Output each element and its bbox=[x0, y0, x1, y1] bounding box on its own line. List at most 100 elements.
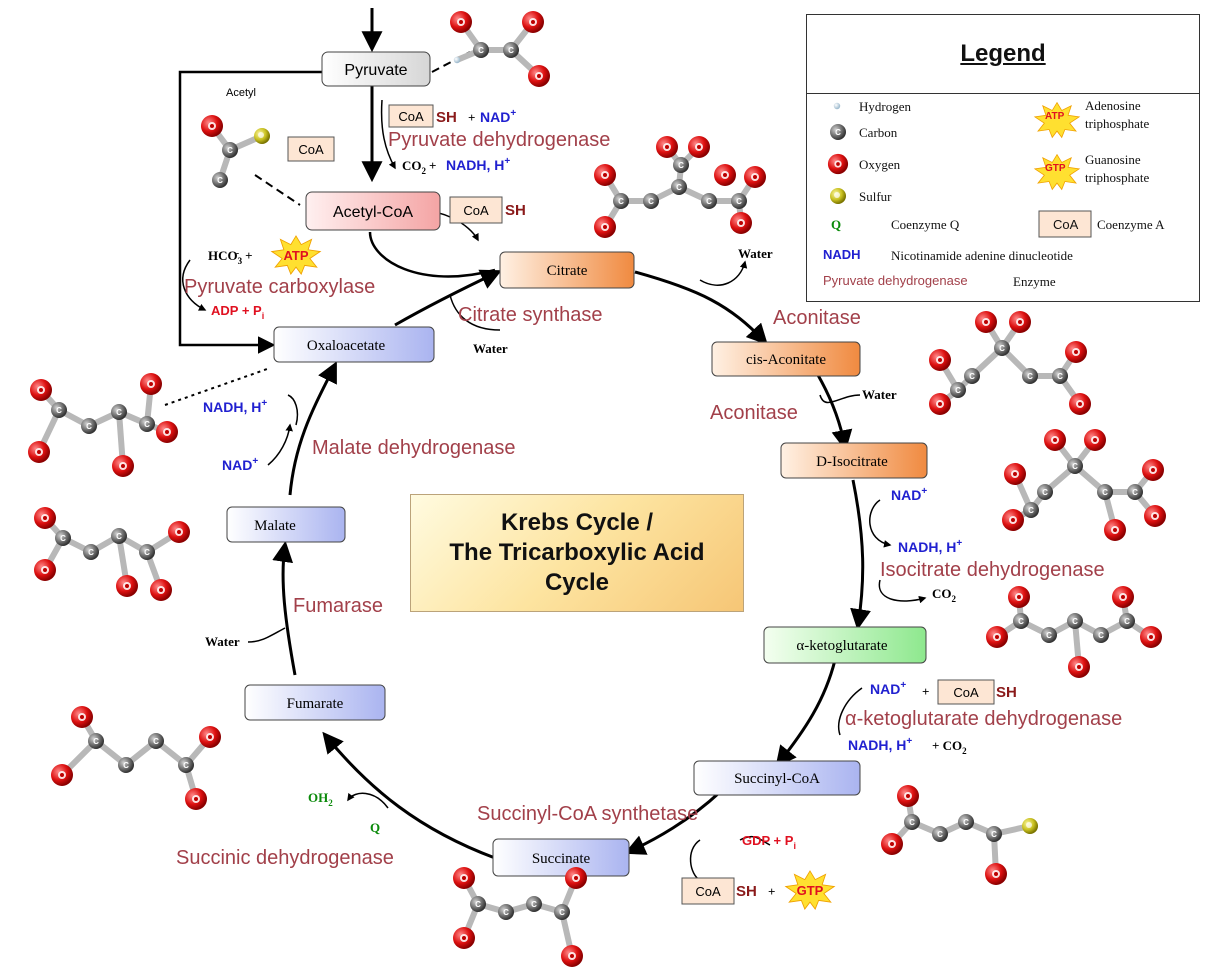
sulfur-atom-icon bbox=[254, 128, 270, 144]
hydrogen-icon bbox=[833, 102, 841, 110]
water-citrate: Water bbox=[473, 341, 508, 356]
oxygen-atom-icon bbox=[1002, 509, 1024, 531]
sh-label: SH bbox=[736, 883, 757, 900]
legend-q-symbol: Q bbox=[831, 217, 842, 232]
carbon-atom-icon bbox=[904, 814, 920, 830]
oxygen-atom-icon bbox=[156, 421, 178, 443]
enzyme-succinic-dehydrogenase: Succinic dehydrogenase bbox=[176, 847, 394, 869]
legend-nadh-name: Nicotinamide adenine dinucleotide bbox=[891, 248, 1073, 263]
legend-carbon: Carbon bbox=[859, 125, 898, 140]
enzyme-isocitrate-dehydrogenase: Isocitrate dehydrogenase bbox=[880, 559, 1105, 581]
citrate-box bbox=[499, 251, 635, 289]
carbon-atom-icon bbox=[1067, 613, 1083, 629]
carbon-atom-icon bbox=[554, 904, 570, 920]
water-aconitase: Water bbox=[738, 246, 773, 261]
oxygen-atom-icon bbox=[594, 164, 616, 186]
cycle-arrows bbox=[178, 8, 871, 860]
enzyme-malate-dehydrogenase: Malate dehydrogenase bbox=[312, 437, 515, 459]
oxygen-atom-icon bbox=[1069, 393, 1091, 415]
legend-header: Legend bbox=[807, 15, 1199, 94]
carbon-atom-icon bbox=[83, 544, 99, 560]
carbon-atom-icon bbox=[964, 368, 980, 384]
carbon-atom-icon bbox=[503, 42, 519, 58]
oxygen-atom-icon bbox=[656, 136, 678, 158]
citrate-label: Citrate bbox=[547, 263, 588, 279]
oxygen-atom-icon bbox=[185, 788, 207, 810]
co2-plus: + CO2 bbox=[932, 738, 967, 756]
carbon-atom-icon bbox=[1022, 368, 1038, 384]
oxygen-atom-icon bbox=[34, 507, 56, 529]
cis-aconitate-box bbox=[711, 341, 861, 377]
sh-label: SH bbox=[436, 109, 457, 126]
carbon-atom-icon bbox=[986, 826, 1002, 842]
a-ketoglutarate-box bbox=[763, 626, 927, 664]
hydrogen-atom-icon bbox=[453, 56, 461, 64]
sulfur-icon bbox=[830, 188, 846, 204]
carbon-atom-icon bbox=[51, 402, 67, 418]
carbon-atom-icon bbox=[671, 179, 687, 195]
oxygen-atom-icon bbox=[1112, 586, 1134, 608]
carbon-atom-icon bbox=[673, 157, 689, 173]
enzyme-pyruvate-dehydrogenase: Pyruvate dehydrogenase bbox=[388, 129, 610, 151]
coa-legend-icon bbox=[1038, 210, 1092, 238]
nad-plus: NAD+ bbox=[480, 108, 516, 125]
carbon-atom-icon bbox=[81, 418, 97, 434]
adp-pi: ADP + Pi bbox=[211, 303, 264, 321]
carbon-atom-icon bbox=[613, 193, 629, 209]
nadh-h: NADH, H+ bbox=[203, 398, 267, 415]
legend: Legend Hydrogen Carbon Oxygen Sulfur ATP… bbox=[806, 14, 1200, 302]
carbon-atom-icon bbox=[118, 757, 134, 773]
title-box: Krebs Cycle / The Tricarboxylic Acid Cyc… bbox=[410, 494, 744, 612]
oxygen-atom-icon bbox=[34, 559, 56, 581]
legend-enzyme-example: Pyruvate dehydrogenase bbox=[823, 273, 968, 288]
oxygen-atom-icon bbox=[1144, 505, 1166, 527]
co2: CO2 bbox=[932, 586, 957, 604]
carbon-atom-icon bbox=[1037, 484, 1053, 500]
d-isocitrate-label: D-Isocitrate bbox=[816, 454, 888, 470]
carbon-atom-icon bbox=[55, 530, 71, 546]
oxygen-atom-icon bbox=[453, 867, 475, 889]
carbon-atom-icon bbox=[498, 904, 514, 920]
dashed-links bbox=[164, 51, 471, 406]
carbon-atom-icon bbox=[139, 544, 155, 560]
coa-tag: CoA bbox=[298, 142, 324, 157]
hco3: HCO3-+ bbox=[208, 248, 253, 266]
fumarate-box bbox=[244, 684, 386, 721]
carbon-atom-icon bbox=[470, 896, 486, 912]
oxygen-atom-icon bbox=[1084, 429, 1106, 451]
carbon-atom-icon bbox=[1097, 484, 1113, 500]
fumarate-label: Fumarate bbox=[287, 696, 344, 712]
malate-label: Malate bbox=[254, 518, 296, 534]
oxygen-atom-icon bbox=[1140, 626, 1162, 648]
atp-glyph: ATP bbox=[283, 248, 308, 263]
enzyme-labels: Pyruvate dehydrogenase Pyruvate carboxyl… bbox=[176, 129, 1122, 869]
oxaloacetate-box bbox=[273, 326, 435, 363]
oxygen-atom-icon bbox=[1068, 656, 1090, 678]
nadh-h: NADH, H+ bbox=[898, 538, 962, 555]
carbon-atom-icon bbox=[932, 826, 948, 842]
oxygen-atom-icon bbox=[140, 373, 162, 395]
oxygen-atom-icon bbox=[594, 216, 616, 238]
oxygen-atom-icon bbox=[714, 164, 736, 186]
oxygen-atom-icon bbox=[450, 11, 472, 33]
oxygen-atom-icon bbox=[565, 867, 587, 889]
legend-heading: Legend bbox=[960, 40, 1046, 67]
diagram-title: Krebs Cycle / The Tricarboxylic Acid Cyc… bbox=[449, 509, 705, 596]
oxygen-atom-icon bbox=[929, 349, 951, 371]
acetyl-coa-label: Acetyl-CoA bbox=[333, 204, 413, 221]
nad-plus: NAD+ bbox=[870, 680, 906, 697]
nadh-h: NADH, H+ bbox=[848, 736, 912, 753]
oxygen-atom-icon bbox=[897, 785, 919, 807]
nad-plus: NAD+ bbox=[891, 486, 927, 503]
carbon-atom-icon bbox=[958, 814, 974, 830]
oh2: OH2 bbox=[308, 790, 333, 808]
oxaloacetate-label: Oxaloacetate bbox=[307, 338, 386, 354]
carbon-atom-icon bbox=[1127, 484, 1143, 500]
oxygen-atom-icon bbox=[199, 726, 221, 748]
legend-hydrogen: Hydrogen bbox=[859, 99, 911, 114]
cis-aconitate-label: cis-Aconitate bbox=[746, 352, 826, 368]
plus: + bbox=[468, 110, 475, 125]
enzyme-pyruvate-carboxylase: Pyruvate carboxylase bbox=[184, 276, 375, 298]
